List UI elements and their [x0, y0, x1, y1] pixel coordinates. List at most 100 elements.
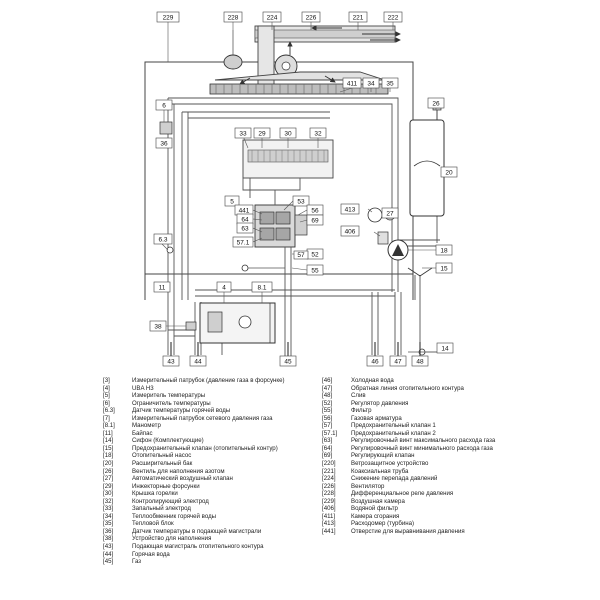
- svg-text:413: 413: [345, 207, 356, 214]
- callout-63: 63: [236, 222, 254, 234]
- legend-item: [69]Регулирующий клапан: [322, 452, 512, 460]
- legend-description: Расходомер (турбина): [351, 520, 415, 528]
- legend-description: Теплообменник горячей воды: [132, 512, 217, 520]
- legend-item: [29]Инжекторные форсунки: [103, 483, 323, 491]
- callout-224: 224: [262, 11, 282, 23]
- legend-code: [48]: [322, 392, 333, 400]
- legend-description: Тепловой блок: [132, 520, 174, 528]
- svg-text:228: 228: [228, 15, 239, 22]
- callout-441: 441: [234, 204, 254, 216]
- svg-text:406: 406: [345, 229, 356, 236]
- callout-226: 226: [301, 11, 321, 23]
- callout-222: 222: [383, 11, 403, 23]
- legend-description: Ветрозащитное устройство: [351, 460, 429, 468]
- legend-item: [15] Предохранительный клапан (отопительн…: [103, 445, 323, 453]
- legend-code: [3]: [103, 377, 110, 384]
- callout-57: 57: [293, 250, 309, 260]
- legend-code: [63]: [322, 437, 333, 445]
- legend-code: [35]: [103, 520, 114, 528]
- legend-code: [34]: [103, 512, 114, 520]
- legend-item: [411]Камера сгорания: [322, 513, 512, 521]
- callout-221: 221: [348, 11, 368, 23]
- legend-description: Предохранительный клапан (отопительный к…: [132, 444, 278, 452]
- callout-4: 4: [216, 281, 232, 293]
- callout-20: 20: [440, 166, 458, 178]
- pressure-switch-icon: [223, 54, 243, 70]
- callout-56: 56: [306, 204, 324, 216]
- callout-55: 55: [306, 264, 324, 276]
- legend-description: Подающая магистраль отопительного контур…: [132, 543, 264, 551]
- legend-item: [441]Отверстие для выравнивания давления: [322, 528, 512, 536]
- legend-description: Устройство для наполнения: [132, 535, 212, 543]
- legend-code: [220]: [322, 460, 336, 468]
- legend-code: [52]: [322, 399, 333, 407]
- legend-item: [406]Водяной фильтр: [322, 505, 512, 513]
- svg-text:226: 226: [306, 15, 317, 22]
- legend-code: [47]: [322, 384, 333, 392]
- legend-code: [64]: [322, 444, 333, 452]
- callout-44: 44: [189, 355, 207, 367]
- legend-item: [229]Воздушная камера: [322, 498, 512, 506]
- legend-item: [34] Теплообменник горячей воды: [103, 513, 323, 521]
- legend-description: Фильтр: [351, 407, 372, 415]
- svg-text:56: 56: [311, 208, 319, 215]
- callout-26: 26: [427, 97, 445, 109]
- legend-item: [4]UBA H3: [103, 385, 323, 393]
- leader-lines: [161, 22, 449, 353]
- svg-text:6.3: 6.3: [158, 237, 167, 244]
- legend-item: [47]Обратная линия отопительного контура: [322, 385, 512, 393]
- svg-text:44: 44: [194, 359, 202, 366]
- callout-229: 229: [156, 11, 180, 23]
- legend-item: [45]Газ: [103, 558, 323, 566]
- callout-46: 46: [366, 355, 384, 367]
- callout-33: 33: [234, 127, 252, 139]
- legend-item: [27]Автоматический воздушный клапан: [103, 475, 323, 483]
- svg-text:221: 221: [353, 15, 364, 22]
- callout-38: 38: [149, 320, 167, 332]
- legend-code: [55]: [322, 407, 333, 415]
- legend-item: [226]Вентилятор: [322, 483, 512, 491]
- legend-code: [15]: [103, 444, 114, 452]
- legend-description: Измерительный патрубок (давление газа в …: [132, 377, 285, 384]
- legend-item: [38] Устройство для наполнения: [103, 535, 323, 543]
- legend-item: [8.1]Манометр: [103, 422, 323, 430]
- legend-code: [38]: [103, 535, 114, 543]
- callout-34: 34: [362, 77, 380, 89]
- legend-item: [413]Расходомер (турбина): [322, 520, 512, 528]
- legend-description: Водяной фильтр: [351, 505, 398, 513]
- callout-27: 27: [381, 207, 399, 219]
- legend-code: [5]: [103, 392, 110, 400]
- svg-text:53: 53: [297, 199, 305, 206]
- legend-description: Камера сгорания: [351, 512, 400, 520]
- legend-description: Расширительный бак: [132, 460, 193, 468]
- legend-item: [48]Слив: [322, 392, 512, 400]
- legend-code: [29]: [103, 482, 114, 490]
- legend-item: [20]Расширительный бак: [103, 460, 323, 468]
- legend-item: [33]Запальный электрод: [103, 505, 323, 513]
- legend-code: [6]: [103, 399, 110, 407]
- legend-code: [224]: [322, 475, 336, 483]
- legend-code: [221]: [322, 467, 336, 475]
- legend-code: [32]: [103, 497, 114, 505]
- legend-item: [35] Тепловой блок: [103, 520, 323, 528]
- legend-code: [18]: [103, 452, 114, 460]
- callout-52: 52: [306, 248, 324, 260]
- svg-text:64: 64: [241, 217, 249, 224]
- legend-item: [6]Ограничитель температуры: [103, 400, 323, 408]
- legend-description: Отопительный насос: [132, 452, 192, 460]
- callout-57-1: 57.1: [232, 236, 254, 248]
- legend-item: [36]Датчик температуры в подающей магист…: [103, 528, 323, 536]
- svg-text:224: 224: [267, 15, 278, 22]
- legend-code: [57.1]: [322, 429, 338, 437]
- legend-code: [14]: [103, 437, 114, 445]
- burner: [242, 139, 334, 198]
- expansion-vessel: [409, 101, 445, 217]
- callout-8-1: 8.1: [251, 281, 273, 293]
- callout-6-3: 6.3: [153, 233, 173, 245]
- legend-code: [229]: [322, 497, 336, 505]
- legend-item: [5]Измеритель температуры: [103, 392, 323, 400]
- svg-text:18: 18: [440, 248, 448, 255]
- legend-code: [27]: [103, 475, 114, 483]
- callout-11: 11: [153, 281, 171, 293]
- legend-code: [46]: [322, 377, 333, 384]
